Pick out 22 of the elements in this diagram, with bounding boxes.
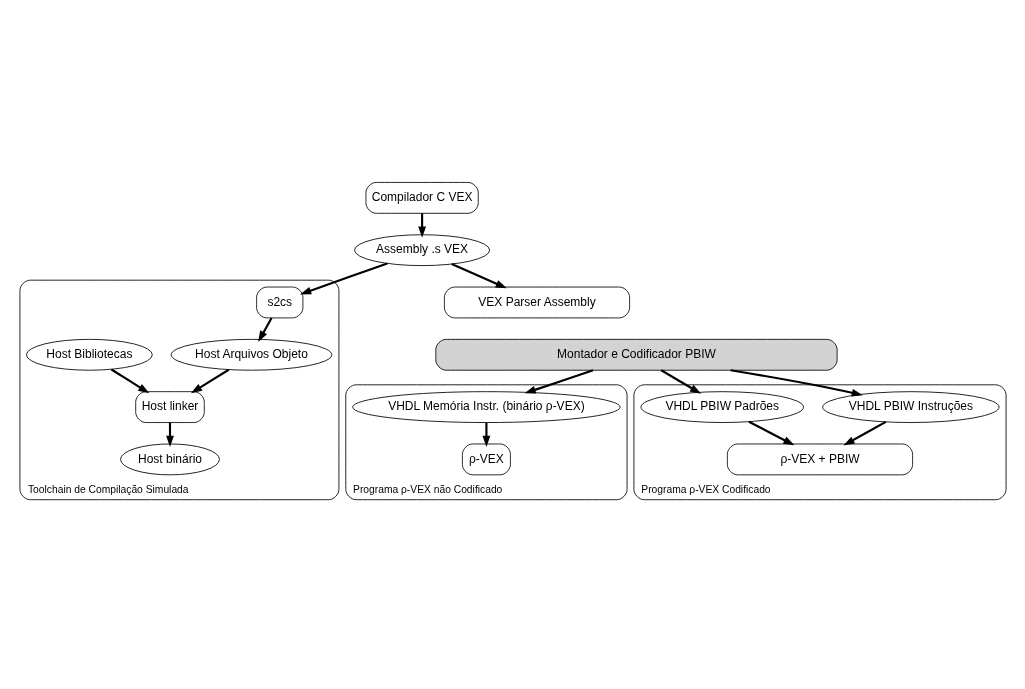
arrow	[110, 368, 149, 394]
arrow	[842, 421, 886, 446]
node-ellipse: VHDL Memória Instr. (binário ρ-VEX)	[351, 391, 621, 423]
node-ellipse: Host binário	[119, 443, 220, 476]
arrow	[747, 420, 794, 446]
arrow	[299, 262, 388, 295]
arrow	[257, 317, 272, 342]
node-ellipse: Host Arquivos Objeto	[170, 338, 332, 371]
arrow	[660, 369, 701, 394]
node-box: ρ-VEX	[461, 443, 511, 476]
node-box: Compilador C VEX	[365, 182, 479, 214]
node-box: VEX Parser Assembly	[443, 286, 630, 319]
arrow	[190, 368, 229, 394]
node-ellipse: Assembly .s VEX	[353, 234, 490, 267]
node-ellipse: Host Bibliotecas	[25, 338, 153, 371]
arrow	[417, 213, 426, 238]
node-box: Host linker	[134, 391, 205, 423]
arrow	[450, 263, 507, 289]
node-box: s2cs	[255, 286, 303, 319]
node-box: Montador e Codificador PBIW	[434, 338, 838, 371]
node-ellipse: VHDL PBIW Padrões	[640, 391, 804, 423]
node-box: ρ-VEX + PBIW	[726, 443, 913, 476]
